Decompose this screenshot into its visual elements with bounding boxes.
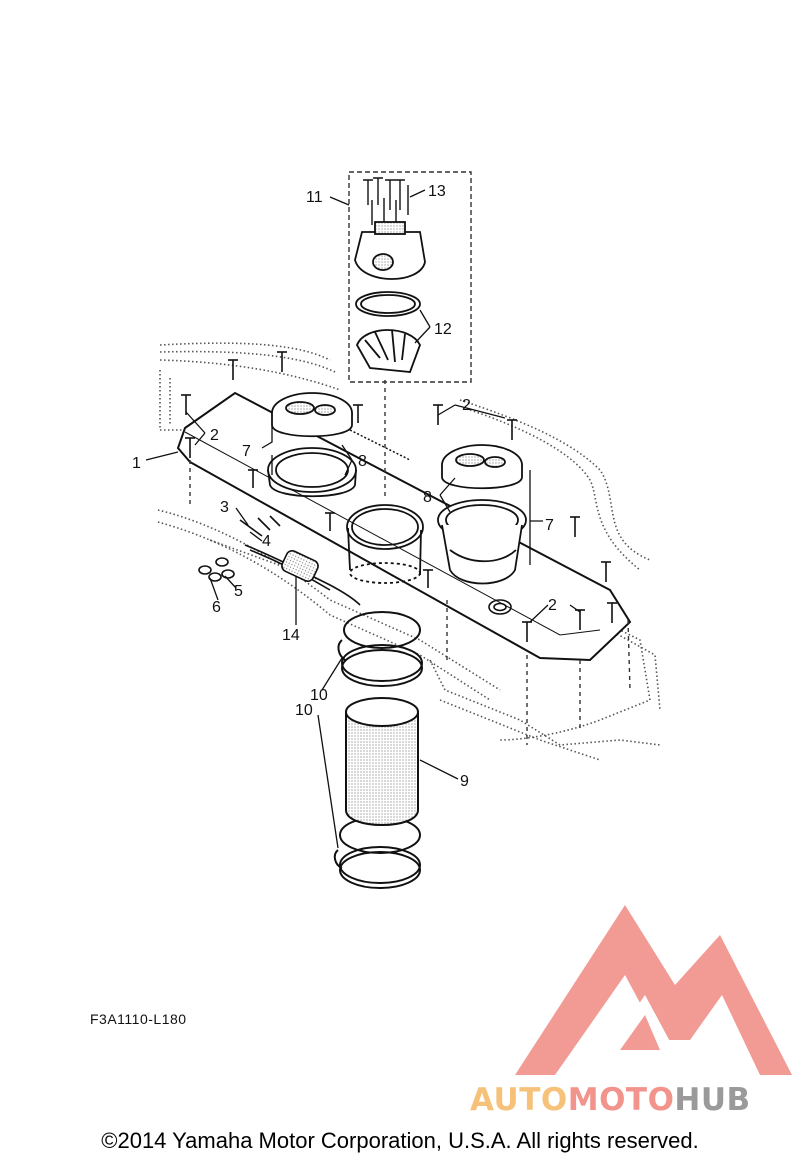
copyright-notice: ©2014 Yamaha Motor Corporation, U.S.A. A… — [101, 1128, 699, 1153]
pump-cover-group — [348, 171, 472, 383]
wire-harness — [198, 515, 361, 606]
automotohub-logo-icon — [515, 905, 792, 1075]
callout-3: 3 — [220, 499, 229, 516]
callout-2-right: 2 — [462, 397, 471, 414]
callout-8-right: 8 — [423, 489, 432, 506]
callout-4: 4 — [262, 533, 271, 550]
brand-moto: MOTO — [567, 1082, 675, 1118]
callout-10-upper: 10 — [310, 687, 328, 704]
callout-11: 11 — [306, 189, 323, 206]
projection-lines — [189, 380, 631, 745]
hatch-tray-plate — [176, 391, 632, 662]
callout-2-left: 2 — [210, 427, 219, 444]
brand-hub: HUB — [674, 1082, 751, 1118]
callout-12: 12 — [434, 321, 452, 338]
callout-5: 5 — [234, 583, 243, 600]
callout-14: 14 — [282, 627, 300, 644]
callout-2-lower: 2 — [548, 597, 557, 614]
callout-6: 6 — [212, 599, 221, 616]
cup-holder-right — [437, 444, 527, 585]
grommet — [488, 599, 512, 615]
leader-lines — [145, 189, 581, 849]
brand-auto: AUTO — [470, 1082, 568, 1118]
screws — [181, 351, 617, 642]
callout-7-left: 7 — [242, 443, 251, 460]
callout-7-right: 7 — [545, 517, 554, 534]
callout-1: 1 — [132, 455, 141, 472]
callout-8-left: 8 — [358, 453, 367, 470]
callout-labels: 1 2 2 2 3 4 5 6 7 7 8 8 9 10 10 11 12 13… — [132, 183, 557, 790]
hull-outline — [157, 342, 661, 761]
watermark-brand: AUTOMOTOHUB — [470, 1082, 751, 1118]
cup-holder-left — [267, 392, 357, 498]
callout-10-lower: 10 — [295, 702, 313, 719]
duct-hose — [345, 697, 419, 826]
callout-9: 9 — [460, 773, 469, 790]
callout-13: 13 — [428, 183, 446, 200]
center-hole — [346, 504, 424, 584]
drawing-code: F3A1110-L180 — [90, 1011, 187, 1027]
